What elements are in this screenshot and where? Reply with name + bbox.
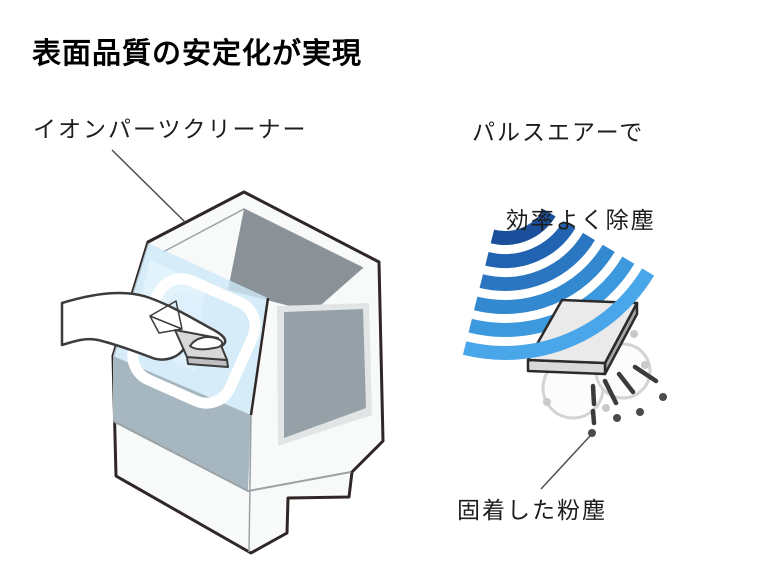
pulse-air-caption-line1: パルスエアーで bbox=[472, 119, 645, 145]
dust-dot-dark bbox=[659, 393, 667, 401]
pulse-wave-2 bbox=[485, 220, 576, 268]
machine-front-ridge bbox=[249, 297, 270, 416]
hand-knuckle-detail bbox=[149, 300, 183, 334]
page-title: 表面品質の安定化が実現 bbox=[32, 38, 363, 70]
pulse-wave-4 bbox=[474, 244, 615, 314]
machine-front-corner bbox=[248, 414, 252, 553]
pulse-wave-3 bbox=[479, 232, 595, 292]
dust-label: 固着した粉塵 bbox=[457, 497, 607, 523]
dust-dot-light bbox=[602, 404, 610, 412]
machine-label-leader-line bbox=[111, 149, 186, 223]
pulse-air-caption-line2: 効率よく除塵 bbox=[505, 207, 656, 233]
dust-dot-dark bbox=[613, 414, 621, 422]
pulse-air-illustration bbox=[462, 208, 667, 437]
machine-base-edge bbox=[112, 420, 352, 493]
pulse-wave-6 bbox=[462, 268, 655, 360]
machine-label: イオンパーツクリーナー bbox=[33, 116, 308, 142]
dust-dot-light bbox=[641, 361, 649, 369]
dust-spray-lines bbox=[590, 364, 659, 426]
pulse-wave-1 bbox=[490, 208, 556, 245]
leader-lines bbox=[111, 149, 591, 490]
machine-interior-floor bbox=[113, 356, 251, 491]
dust-dot-light bbox=[630, 330, 638, 338]
pulse-air-caption: パルスエアーで 効率よく除塵 bbox=[472, 110, 656, 286]
ion-parts-cleaner-illustration bbox=[60, 190, 385, 555]
machine-side-opening bbox=[284, 309, 366, 438]
dust-dot-dark bbox=[636, 408, 644, 416]
fingertip bbox=[189, 336, 224, 351]
machine-interior-top bbox=[228, 209, 363, 312]
dust-dot-light bbox=[543, 398, 551, 406]
dust-label-leader-line bbox=[540, 435, 591, 490]
dust-dot-dark bbox=[588, 429, 596, 437]
